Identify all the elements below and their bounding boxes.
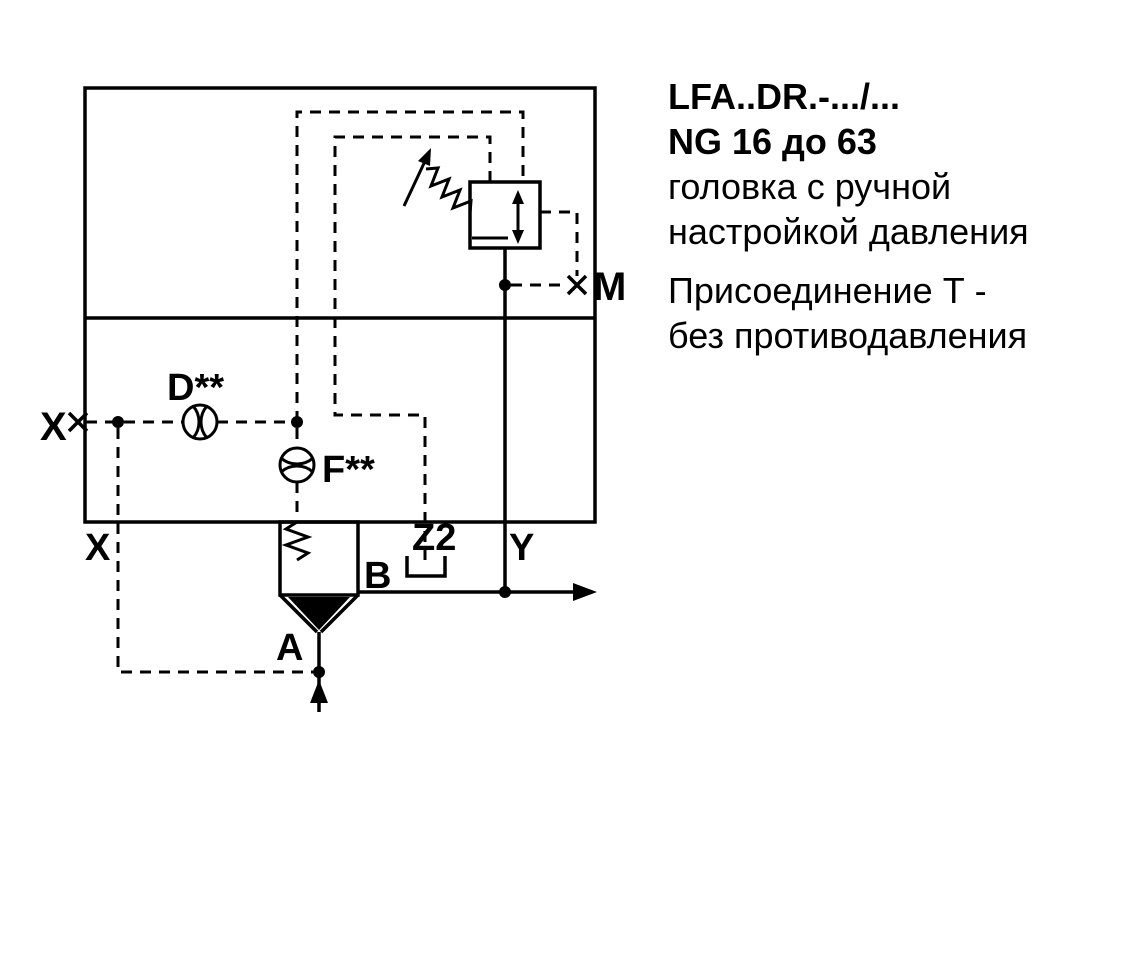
- seat-line-right: [319, 593, 360, 634]
- adjustment-arrow-head-icon: [418, 148, 431, 166]
- port-label-a: A: [276, 627, 303, 669]
- port-x-cross-icon: [67, 411, 89, 433]
- orifice-f-curve: [280, 464, 314, 474]
- junction-dot: [112, 416, 124, 428]
- orifice-f-curve: [280, 456, 314, 466]
- description-line-2: настройкой давления: [668, 211, 1029, 252]
- orifice-label-f: F**: [322, 449, 375, 491]
- port-label-z2: Z2: [412, 517, 456, 559]
- adjustment-spring-icon: [425, 166, 473, 214]
- port-label-x-left: X: [40, 405, 67, 449]
- cartridge-body: [278, 520, 360, 597]
- model-code-line: LFA..DR.-.../...: [668, 76, 900, 117]
- z2-plug-bracket-icon: [405, 556, 447, 578]
- main-cartridge: [278, 520, 360, 634]
- orifice-d-icon: [181, 403, 219, 441]
- poppet-icon: [288, 597, 350, 630]
- seat-line-left: [278, 593, 319, 634]
- adjustment-arrow-line: [402, 158, 428, 207]
- pilot-line-valve-drain: [540, 210, 579, 276]
- pilot-line-x-to-a: [116, 428, 313, 674]
- description-line-1: головка с ручной: [668, 166, 952, 207]
- orifice-d-curve: [199, 405, 209, 439]
- pilot-line-z2: [333, 135, 492, 560]
- port-label-y: Y: [509, 527, 534, 569]
- orifice-label-d: D**: [167, 367, 224, 409]
- description-line-4: без противодавления: [668, 315, 1028, 356]
- port-m-cross-icon: [566, 274, 588, 296]
- junction-dot: [313, 666, 325, 678]
- port-marks: [67, 274, 588, 578]
- flow-arrow-a-icon: [310, 680, 328, 703]
- pilot-line-valve-supply: [295, 110, 525, 422]
- description-line-3: Присоединение Т -: [668, 270, 987, 311]
- junction-dot: [499, 586, 511, 598]
- pilot-relief-valve: [402, 148, 542, 250]
- pilot-lines: [86, 110, 579, 674]
- port-label-m: M: [593, 265, 626, 309]
- junction-dots: [112, 279, 511, 678]
- orifice-d-curve: [191, 405, 201, 439]
- info-panel: LFA..DR.-.../... NG 16 до 63 головка с р…: [668, 74, 1118, 358]
- orifice-f-icon: [278, 446, 316, 484]
- port-label-x-bottom: X: [85, 527, 111, 569]
- relief-valve-arrow-up-icon: [512, 190, 524, 204]
- relief-valve-arrow-down-icon: [512, 230, 524, 244]
- port-label-b: B: [364, 555, 391, 597]
- flow-arrow-b-icon: [573, 583, 597, 601]
- junction-dot: [291, 416, 303, 428]
- junction-dot: [499, 279, 511, 291]
- cartridge-spring-icon: [281, 520, 313, 562]
- size-range-line: NG 16 до 63: [668, 121, 877, 162]
